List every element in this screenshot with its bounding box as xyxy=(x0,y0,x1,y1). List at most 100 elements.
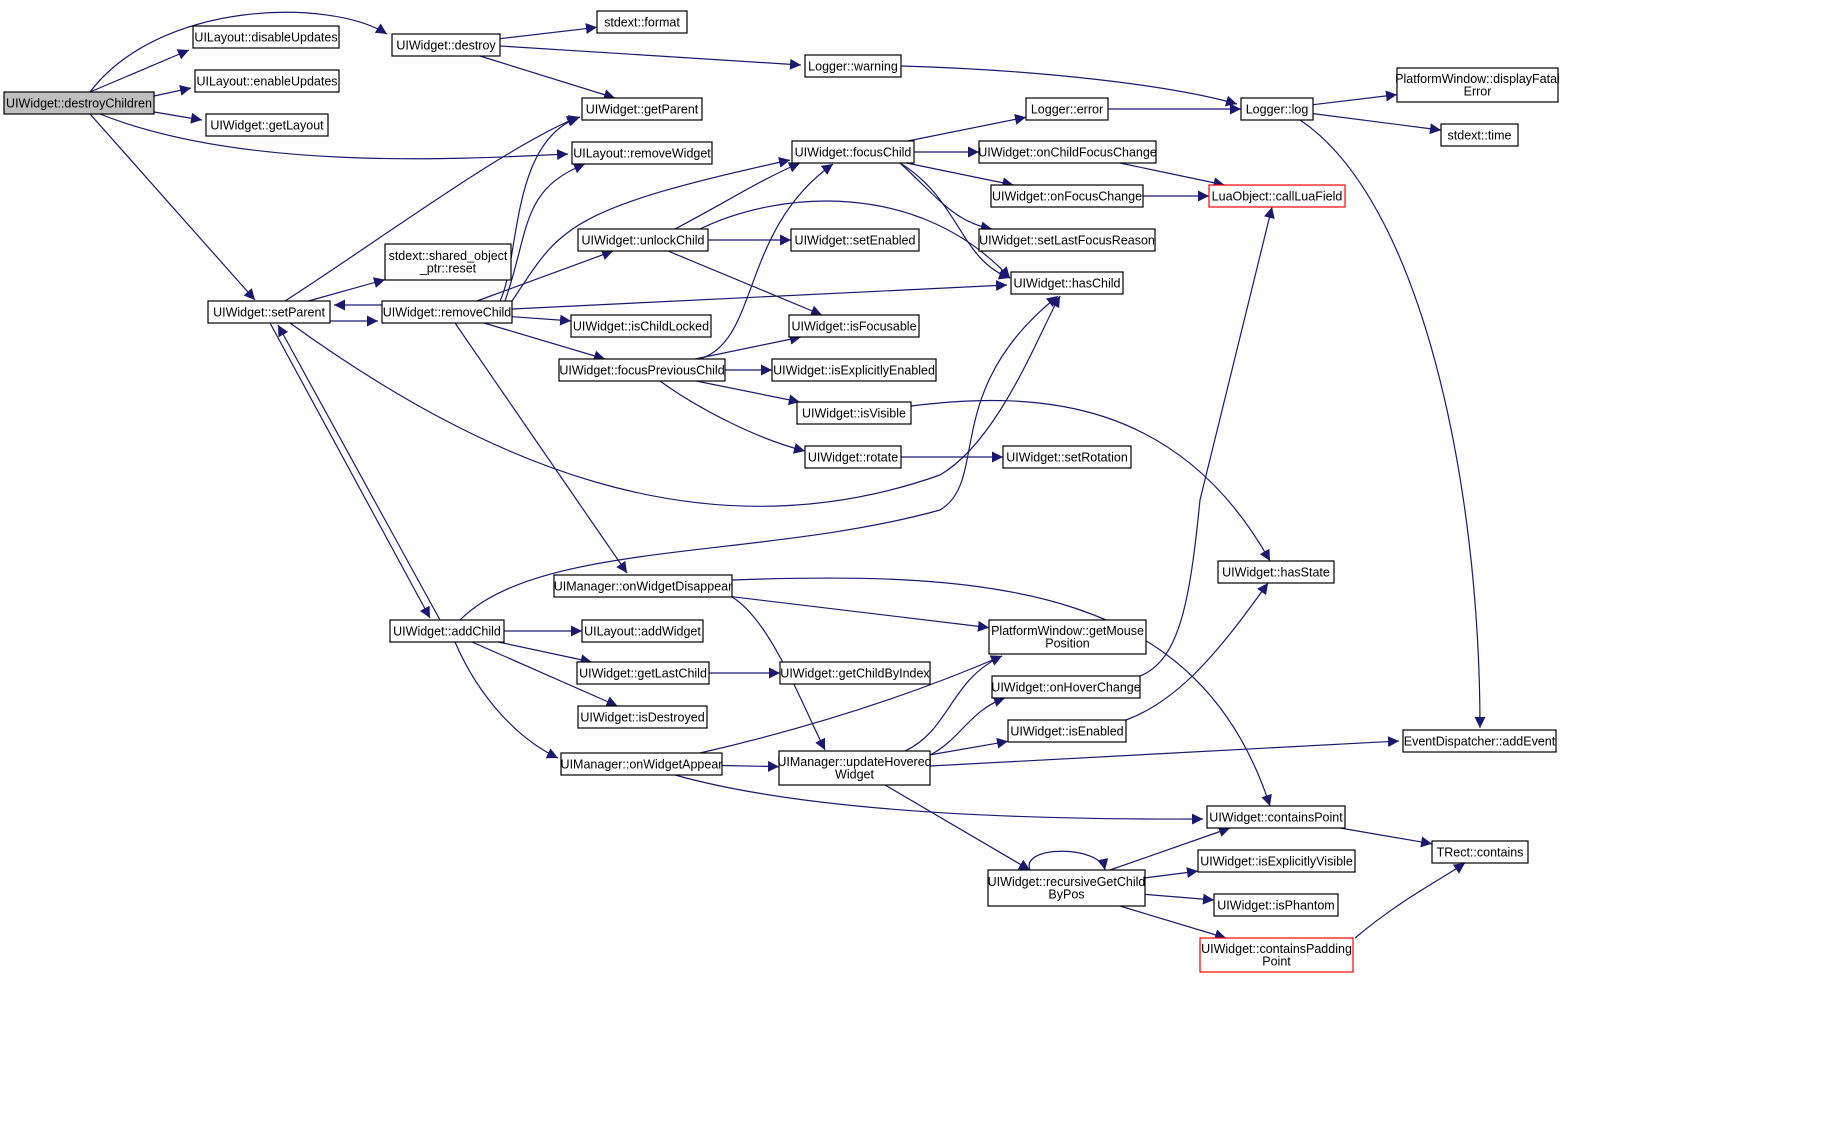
node-uilayout-addwidget[interactable]: UILayout::addWidget xyxy=(581,619,704,643)
node-label: UILayout::enableUpdates xyxy=(196,74,337,88)
edge-n43-n46 xyxy=(884,784,1031,871)
node-uilayout-enableupdates[interactable]: UILayout::enableUpdates xyxy=(194,69,340,93)
edge-n22-n7 xyxy=(284,116,579,302)
node-trect-contains[interactable]: TRect::contains xyxy=(1431,840,1529,864)
edge-n23-n7 xyxy=(499,115,581,302)
node-logger-warning[interactable]: Logger::warning xyxy=(804,54,902,78)
node-uiwidget-destroy[interactable]: UIWidget::destroy xyxy=(391,33,501,57)
edge-line xyxy=(269,322,431,619)
node-uiwidget-removechild[interactable]: UIWidget::removeChild xyxy=(381,300,513,324)
node-uiwidget-onfocuschange[interactable]: UIWidget::onFocusChange xyxy=(990,184,1144,208)
node-uiwidget-setparent[interactable]: UIWidget::setParent xyxy=(207,300,331,324)
node-logger-error[interactable]: Logger::error xyxy=(1025,97,1109,121)
node-box xyxy=(1208,184,1346,208)
node-box xyxy=(804,445,902,469)
edge-n13-n17 xyxy=(899,162,993,233)
edge-n42-n35 xyxy=(699,655,1003,754)
node-luaobject-callluafield[interactable]: LuaObject::callLuaField xyxy=(1208,184,1346,208)
node-uiwidget-isvisible[interactable]: UIWidget::isVisible xyxy=(796,401,912,425)
node-uiwidget-unlockchild[interactable]: UIWidget::unlockChild xyxy=(577,228,709,252)
edge-line xyxy=(910,399,1271,562)
node-uiwidget-isexplicitlyenabled[interactable]: UIWidget::isExplicitlyEnabled xyxy=(771,358,937,382)
node-stdext-time[interactable]: stdext::time xyxy=(1440,123,1519,147)
node-uiwidget-isphantom[interactable]: UIWidget::isPhantom xyxy=(1213,893,1339,917)
node-label: UIWidget::onFocusChange xyxy=(992,189,1142,203)
edge-n10-n11 xyxy=(1312,90,1398,106)
node-label: UIWidget::addChild xyxy=(393,624,501,638)
node-box xyxy=(576,661,710,685)
node-uiwidget-isenabled[interactable]: UIWidget::isEnabled xyxy=(1007,719,1127,743)
node-uiwidget-focuspreviouschild[interactable]: UIWidget::focusPreviousChild xyxy=(558,358,726,382)
node-uiwidget-setenabled[interactable]: UIWidget::setEnabled xyxy=(790,228,920,252)
node-uiwidget-onhoverchange[interactable]: UIWidget::onHoverChange xyxy=(991,675,1141,699)
node-uilayout-disableupdates[interactable]: UILayout::disableUpdates xyxy=(192,25,340,49)
node-stdext-format[interactable]: stdext::format xyxy=(596,10,688,34)
node-uiwidget-getlayout[interactable]: UIWidget::getLayout xyxy=(205,113,329,137)
node-uiwidget-setlastfocusreason[interactable]: UIWidget::setLastFocusReason xyxy=(978,228,1156,252)
edge-n10-n12 xyxy=(1312,113,1442,135)
edge-n43-n41 xyxy=(929,736,1400,767)
edge-line xyxy=(884,784,1031,871)
edge-line xyxy=(511,280,1008,310)
node-box xyxy=(577,228,709,252)
edge-line xyxy=(1144,893,1215,905)
node-uiwidget-destroychildren[interactable]: UIWidget::destroyChildren xyxy=(3,91,155,115)
node-box xyxy=(1396,67,1559,103)
node-uiwidget-addchild[interactable]: UIWidget::addChild xyxy=(389,619,505,643)
node-uiwidget-focuschild[interactable]: UIWidget::focusChild xyxy=(791,140,915,164)
node-uiwidget-onchildfocuschange[interactable]: UIWidget::onChildFocusChange xyxy=(978,140,1157,164)
node-stdext-shared-object-ptr-reset[interactable]: stdext::shared_object_ptr::reset xyxy=(384,243,512,281)
node-box xyxy=(978,228,1156,252)
edge-n0-n1 xyxy=(89,49,190,93)
node-label: UIWidget::onChildFocusChange xyxy=(978,145,1157,159)
edge-n14-n16 xyxy=(1119,162,1225,189)
node-logger-log[interactable]: Logger::log xyxy=(1240,97,1314,121)
node-label: UILayout::addWidget xyxy=(584,624,701,638)
node-uiwidget-isfocusable[interactable]: UIWidget::isFocusable xyxy=(788,314,920,338)
edge-n23-n8 xyxy=(504,162,586,302)
node-uiwidget-haschild[interactable]: UIWidget::hasChild xyxy=(1010,271,1124,295)
edge-line xyxy=(89,49,190,93)
edge-line xyxy=(89,11,388,93)
edge-n0-n3 xyxy=(153,111,203,124)
edge-n23-n24 xyxy=(511,314,572,326)
edge-line xyxy=(929,736,1400,767)
node-box xyxy=(391,33,501,57)
node-label: UIWidget::containsPadding xyxy=(1201,942,1352,956)
node-uiwidget-isexplicitlyvisible[interactable]: UIWidget::isExplicitlyVisible xyxy=(1197,849,1356,873)
node-label: _ptr::reset xyxy=(419,262,477,276)
node-box xyxy=(1431,840,1529,864)
edge-line xyxy=(454,641,559,759)
node-uiwidget-setrotation[interactable]: UIWidget::setRotation xyxy=(1002,445,1132,469)
edge-n46-n49 xyxy=(1119,905,1227,941)
node-label: UIWidget::rotate xyxy=(808,450,898,464)
node-box xyxy=(192,25,340,49)
edge-n0-n2 xyxy=(153,84,192,97)
node-uiwidget-getlastchild[interactable]: UIWidget::getLastChild xyxy=(576,661,710,685)
node-uiwidget-getchildbyindex[interactable]: UIWidget::getChildByIndex xyxy=(779,661,931,685)
edge-n33-n39 xyxy=(471,641,618,707)
node-uimanager-onwidgetappear[interactable]: UIManager::onWidgetAppear xyxy=(560,752,723,776)
node-uilayout-removewidget[interactable]: UILayout::removeWidget xyxy=(571,141,713,165)
node-uiwidget-isdestroyed[interactable]: UIWidget::isDestroyed xyxy=(577,705,708,729)
edge-line xyxy=(308,277,386,302)
node-label: UIWidget::removeChild xyxy=(383,305,512,319)
edge-line xyxy=(1354,862,1466,939)
edge-n0-n22 xyxy=(89,113,256,301)
node-uimanager-onwidgetdisappear[interactable]: UIManager::onWidgetDisappear xyxy=(553,574,733,598)
node-eventdispatcher-addevent[interactable]: EventDispatcher::addEvent xyxy=(1402,729,1557,753)
node-box xyxy=(1213,893,1339,917)
node-box xyxy=(771,358,937,382)
edge-n22-n20 xyxy=(308,277,386,302)
node-box xyxy=(3,91,155,115)
node-uiwidget-rotate[interactable]: UIWidget::rotate xyxy=(804,445,902,469)
node-uiwidget-containspoint[interactable]: UIWidget::containsPoint xyxy=(1206,805,1346,829)
node-uiwidget-getparent[interactable]: UIWidget::getParent xyxy=(581,97,703,121)
node-uiwidget-ischildlocked[interactable]: UIWidget::isChildLocked xyxy=(570,314,712,338)
node-uiwidget-hasstate[interactable]: UIWidget::hasState xyxy=(1217,560,1335,584)
